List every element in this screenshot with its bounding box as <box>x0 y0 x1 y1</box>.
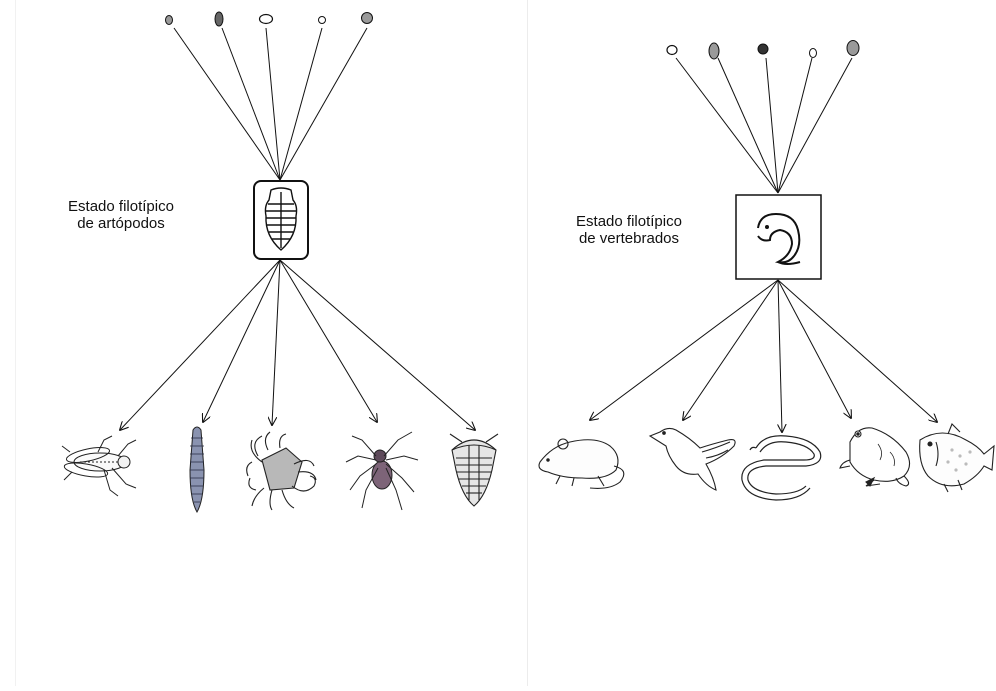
vertebrate-hourglass <box>539 41 994 501</box>
trilobite-icon <box>450 434 498 506</box>
egg-icon <box>319 17 326 24</box>
millipede-icon <box>190 427 204 512</box>
egg-icon <box>847 41 859 56</box>
label-line: Estado filotípico <box>50 198 192 215</box>
label-line: de artópodos <box>50 215 192 232</box>
fish-icon <box>920 424 994 492</box>
label-line: de vertebrados <box>558 230 700 247</box>
rat-icon <box>539 439 624 488</box>
convergence-lines-right <box>676 58 852 193</box>
arthropod-hourglass <box>62 12 498 512</box>
convergence-lines-left <box>174 28 367 180</box>
egg-icon <box>362 13 373 24</box>
divergence-arrows-left <box>120 260 475 430</box>
panel-divider <box>527 0 528 686</box>
egg-icon <box>667 46 677 55</box>
egg-icon <box>758 44 768 54</box>
phylotypic-box-right <box>736 195 821 279</box>
bird-icon <box>650 428 735 490</box>
frog-icon <box>840 428 910 486</box>
phylotypic-stage-label-arthropods: Estado filotípico de artópodos <box>50 198 192 232</box>
egg-icon <box>166 16 173 25</box>
page-edge-line <box>15 0 16 686</box>
egg-icon <box>215 12 223 26</box>
snake-icon <box>742 436 821 500</box>
spider-icon <box>346 432 418 510</box>
label-line: Estado filotípico <box>558 213 700 230</box>
crab-icon <box>247 432 316 510</box>
egg-icon <box>260 15 273 24</box>
divergence-arrows-right <box>590 280 937 432</box>
fly-icon <box>62 436 136 496</box>
egg-icon <box>810 49 817 58</box>
phylotypic-stage-label-vertebrates: Estado filotípico de vertebrados <box>558 213 700 247</box>
egg-icon <box>709 43 719 59</box>
